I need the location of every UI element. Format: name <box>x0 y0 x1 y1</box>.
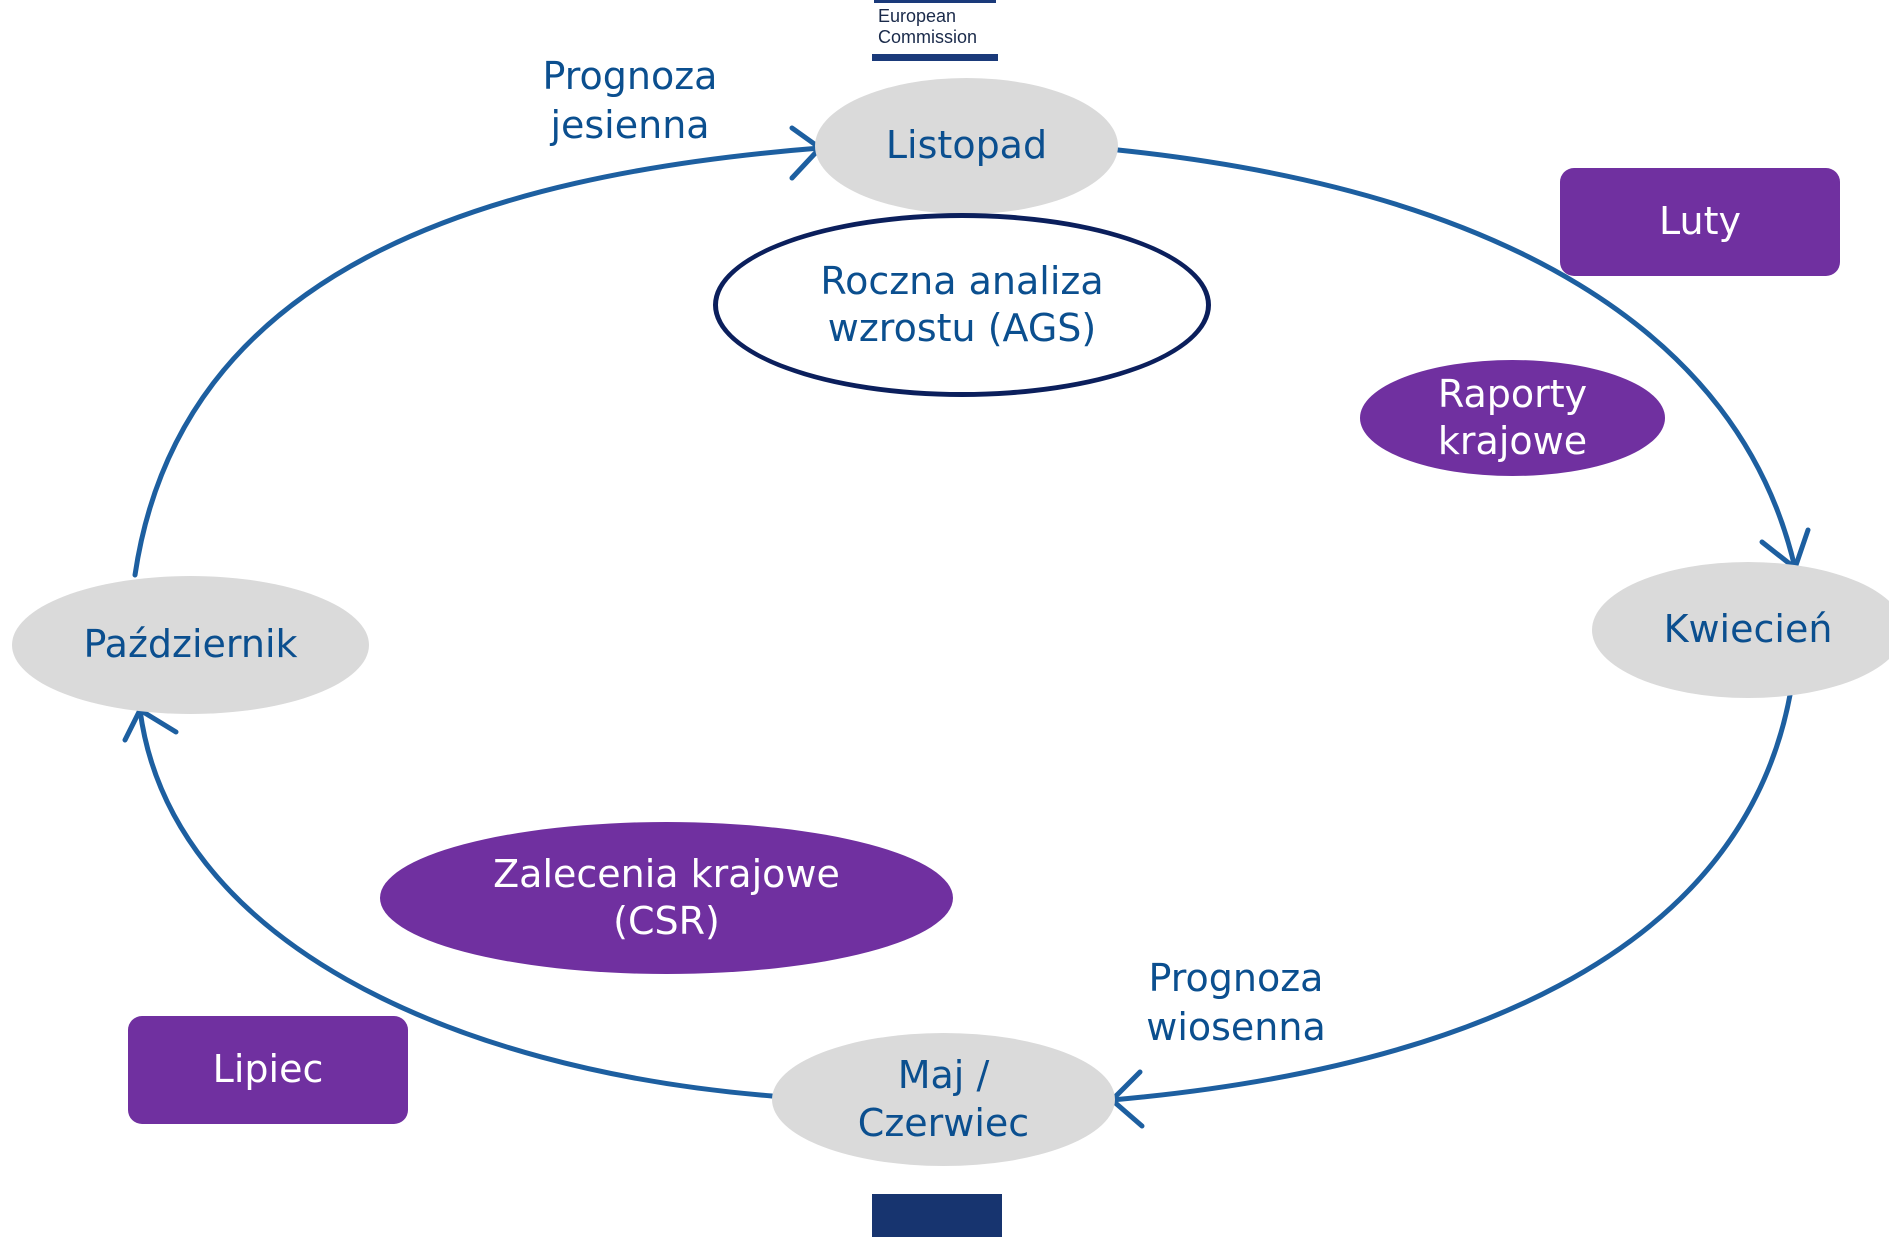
node-maj-line2: Czerwiec <box>857 1100 1030 1145</box>
country-reports-line1: Raporty <box>1437 371 1588 416</box>
node-kwiecien-label: Kwiecień <box>1663 607 1833 652</box>
node-listopad: Listopad <box>815 78 1118 214</box>
country-reports-line2: krajowe <box>1437 419 1588 463</box>
month-luty-label: Luty <box>1659 199 1741 244</box>
node-kwiecien: Kwiecień <box>1592 562 1889 698</box>
node-maj-czerwiec: Maj / Czerwiec <box>772 1033 1115 1166</box>
arrow-maj-pazdziernik <box>137 707 775 1099</box>
logo-top-bar <box>874 0 996 3</box>
month-lipiec-box: Lipiec <box>128 1016 408 1124</box>
spring-forecast-line1: Prognoza <box>1148 956 1324 1000</box>
arrow-kwiecien-maj <box>1109 692 1793 1103</box>
spring-forecast-line2: wiosenna <box>1146 1005 1326 1050</box>
node-listopad-label: Listopad <box>885 123 1048 168</box>
ags-line1: Roczna analiza <box>820 258 1104 303</box>
arrow-pazdziernik-listopad <box>132 145 823 578</box>
autumn-forecast-label: Prognoza jesienna <box>520 52 740 151</box>
csr-line1: Zalecenia krajowe <box>493 851 840 896</box>
ags-line2: wzrostu (AGS) <box>827 306 1097 350</box>
logo-bottom-bar <box>872 54 998 61</box>
bottom-navy-block <box>872 1194 1002 1237</box>
logo-text-european: European <box>878 6 957 26</box>
csr-oval: Zalecenia krajowe (CSR) <box>380 822 953 974</box>
node-pazdziernik: Październik <box>12 576 369 714</box>
autumn-forecast-line1: Prognoza <box>542 54 718 98</box>
country-reports-oval: Raporty krajowe <box>1360 360 1665 476</box>
autumn-forecast-line2: jesienna <box>550 103 710 148</box>
arrow-listopad-kwiecien <box>1115 147 1798 571</box>
csr-line2: (CSR) <box>613 899 720 943</box>
month-luty-box: Luty <box>1560 168 1840 276</box>
ec-logo: European Commission <box>868 0 1002 62</box>
ags-oval: Roczna analiza wzrostu (AGS) <box>713 213 1211 397</box>
node-maj-line1: Maj / <box>897 1053 990 1097</box>
node-pazdziernik-label: Październik <box>83 622 298 667</box>
logo-text-commission: Commission <box>878 27 978 47</box>
month-lipiec-label: Lipiec <box>212 1047 324 1092</box>
spring-forecast-label: Prognoza wiosenna <box>1126 954 1346 1053</box>
arrowhead-pazdziernik <box>122 707 179 743</box>
